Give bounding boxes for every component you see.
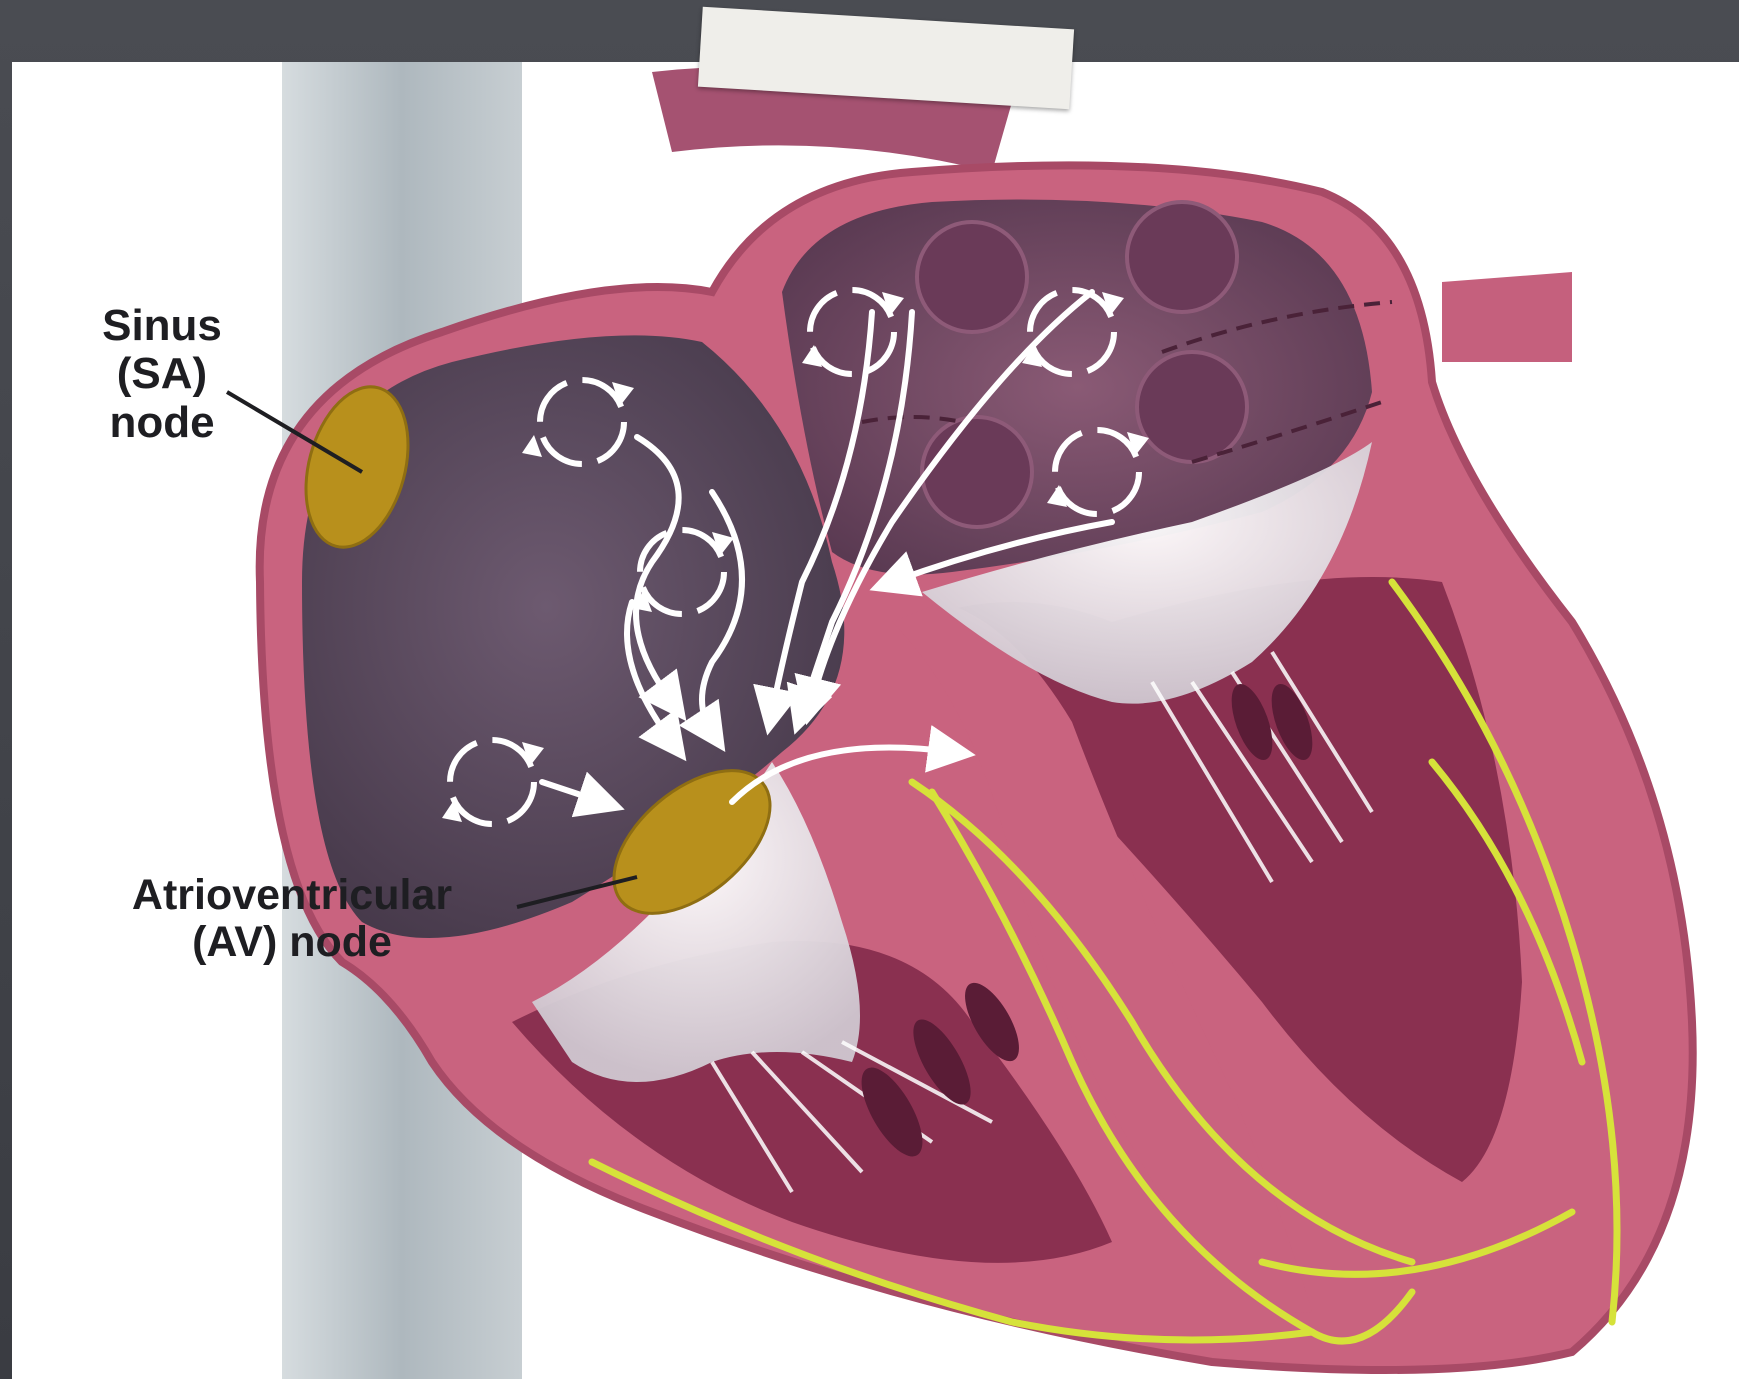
sa-node-label: Sinus (SA) node (62, 302, 262, 447)
sa-node-label-line3: node (62, 399, 262, 447)
sa-node-label-line2: (SA) (62, 350, 262, 398)
av-node-label-line1: Atrioventricular (67, 872, 517, 919)
heart-illustration (12, 62, 1739, 1379)
av-node-label: Atrioventricular (AV) node (67, 872, 517, 967)
diagram-panel: Sinus (SA) node Atrioventricular (AV) no… (12, 62, 1739, 1379)
av-node-label-line2: (AV) node (67, 919, 517, 966)
sa-node-label-line1: Sinus (62, 302, 262, 350)
